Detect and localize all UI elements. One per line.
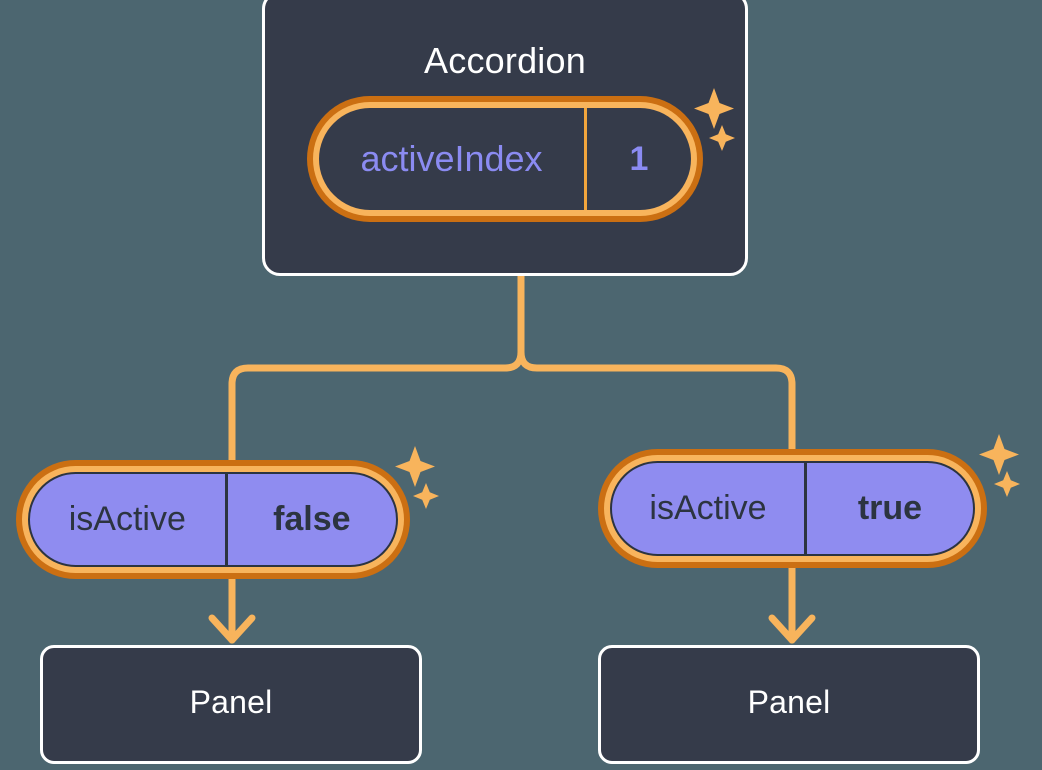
panel-title: Panel bbox=[189, 684, 273, 720]
sparkle-large-icon bbox=[979, 434, 1019, 475]
panel-component-card-right[interactable]: Panel bbox=[598, 645, 980, 764]
panel-title: Panel bbox=[747, 684, 831, 720]
pill-inner-ring: isActive true bbox=[604, 455, 981, 562]
sparkle-small-icon bbox=[994, 471, 1020, 497]
pill-inner-ring: activeIndex 1 bbox=[313, 102, 697, 216]
state-value-label: 1 bbox=[629, 139, 649, 178]
state-key-label: activeIndex bbox=[319, 108, 587, 210]
branch-trunk-path bbox=[228, 272, 525, 466]
prop-value-label: true bbox=[857, 489, 923, 527]
pill-body: isActive false bbox=[28, 472, 398, 567]
sparkle-small-icon bbox=[413, 483, 439, 509]
arrow-down-icon-right bbox=[768, 564, 816, 644]
prop-pill-isactive-false[interactable]: isActive false bbox=[16, 460, 410, 579]
state-pill-activeindex[interactable]: activeIndex 1 bbox=[307, 96, 703, 222]
branch-right-path bbox=[517, 272, 796, 455]
pill-inner-ring: isActive false bbox=[22, 466, 404, 573]
prop-key-label: isActive bbox=[30, 474, 228, 565]
prop-value-label: false bbox=[273, 500, 351, 538]
prop-key-label: isActive bbox=[612, 463, 807, 554]
prop-pill-isactive-true[interactable]: isActive true bbox=[598, 449, 987, 568]
pill-body: activeIndex 1 bbox=[319, 108, 691, 210]
arrow-down-icon-left bbox=[208, 574, 256, 644]
accordion-title: Accordion bbox=[424, 40, 586, 81]
pill-body: isActive true bbox=[610, 461, 975, 556]
panel-component-card-left[interactable]: Panel bbox=[40, 645, 422, 764]
